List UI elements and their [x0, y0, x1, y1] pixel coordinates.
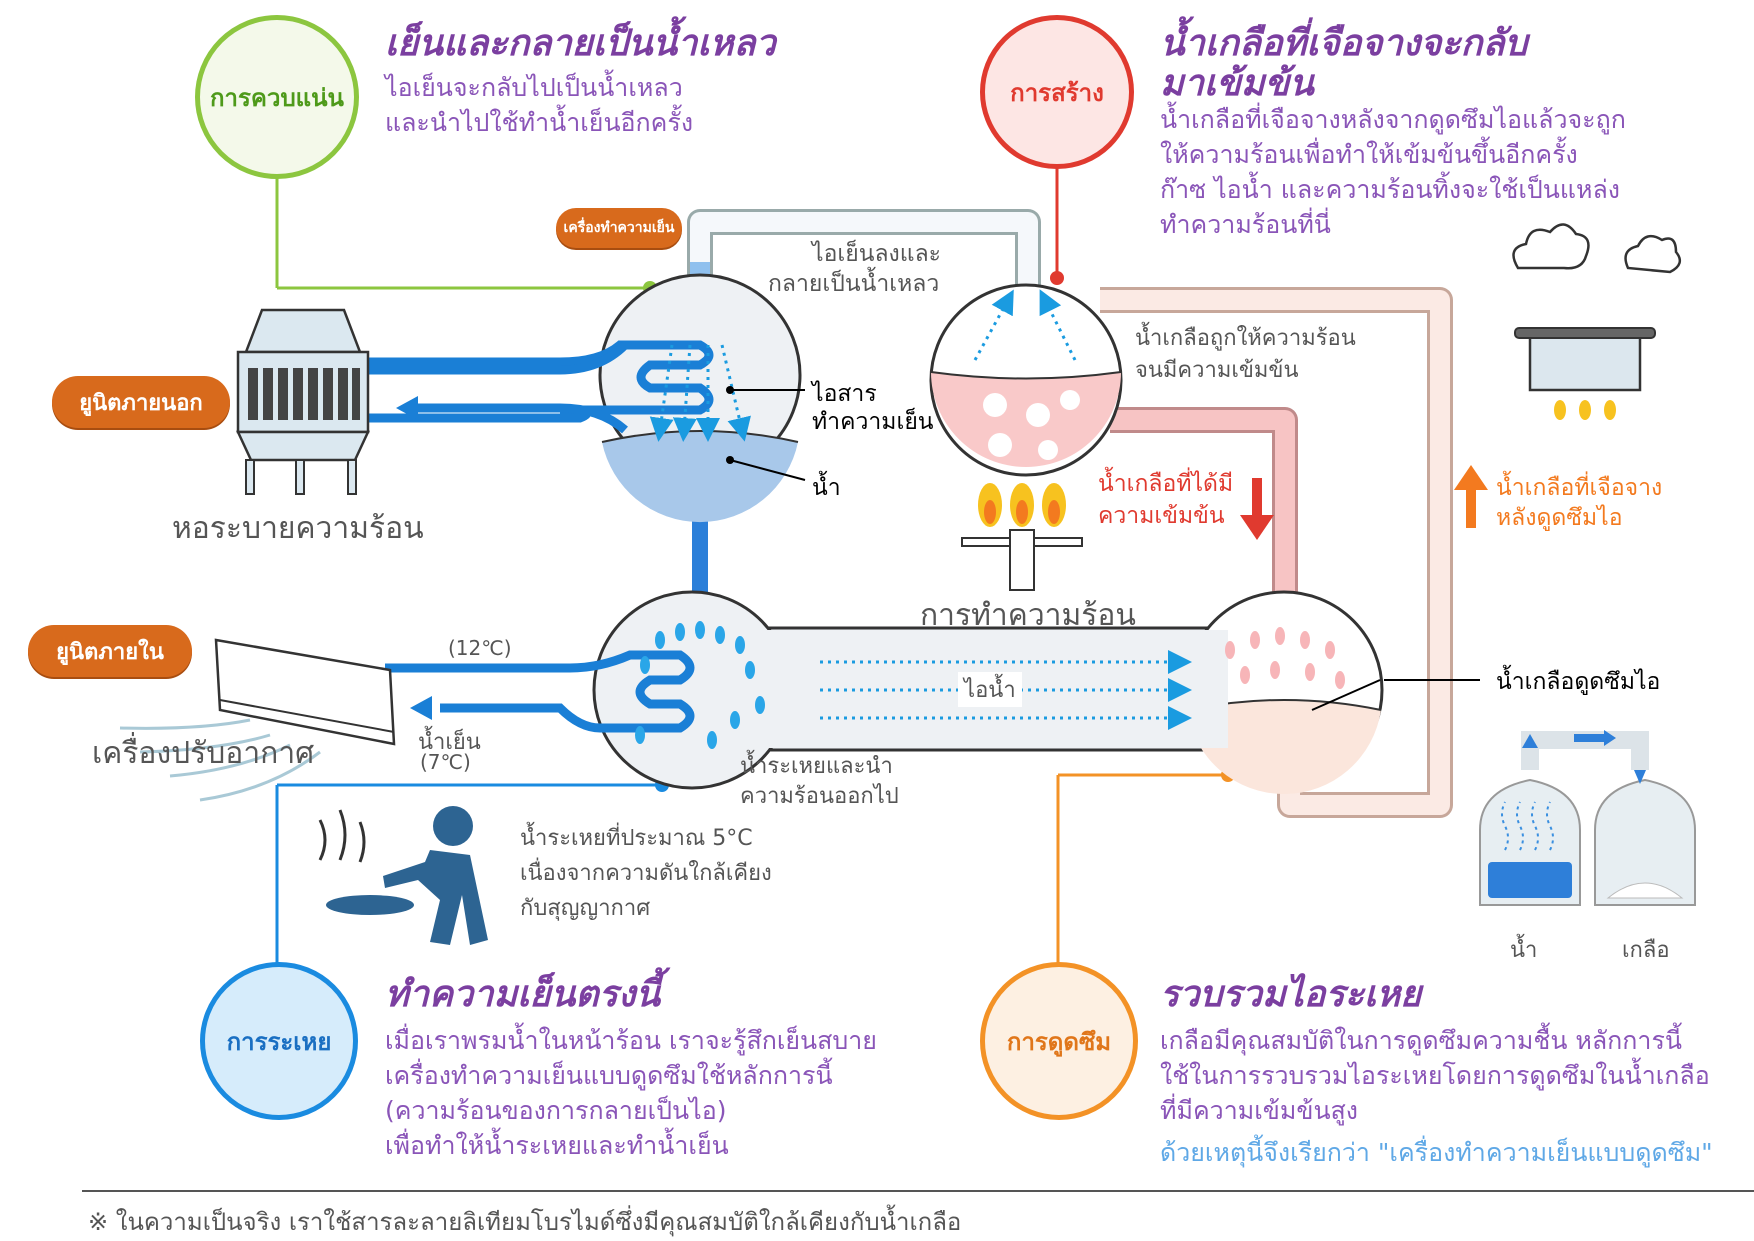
condenser-spray	[649, 344, 751, 442]
evaporation-heat-label-2: ความร้อนออกไป	[740, 784, 899, 809]
concentrated-arrow	[1240, 478, 1274, 540]
regeneration-title-2: มาเข้มข้น	[1160, 63, 1314, 104]
chilled-water-label: น้ำเย็น	[418, 730, 481, 755]
regeneration-connector	[1050, 160, 1064, 285]
outdoor-pipes	[362, 341, 629, 434]
evaporation-heat-label-1: น้ำระเหยและนำ	[740, 754, 893, 779]
absorbing-brine-label: น้ำเกลือดูดซึมไอ	[1496, 669, 1661, 695]
air-conditioner-illustration	[119, 638, 396, 802]
evaporation-desc-2: เครื่องทำความเย็นแบบดูดซึมใช้หลักการนี้	[385, 1061, 833, 1090]
cooling-machine-tag: เครื่องทำความเย็น	[556, 208, 682, 248]
boiling-pot-illustration	[1512, 223, 1682, 420]
burner	[961, 483, 1083, 591]
cooling-tower-label: หอระบายความร้อน	[172, 511, 424, 546]
jar-salt-label: เกลือ	[1622, 938, 1670, 963]
water-salt-jars-illustration	[1479, 730, 1696, 906]
condensation-badge: การควบแน่น	[195, 15, 359, 179]
diluted-label-1: น้ำเกลือที่เจือจาง	[1496, 475, 1663, 501]
refrigerant-label-2: ทำความเย็น	[812, 409, 934, 435]
absorption-desc-4: ด้วยเหตุนี้จึงเรียกว่า "เครื่องทำความเย็…	[1160, 1138, 1713, 1167]
absorption-desc-1: เกลือมีคุณสมบัติในการดูดซึมความชื้น หลัก…	[1160, 1026, 1682, 1055]
indoor-unit-tag: ยูนิตภายใน	[28, 625, 192, 677]
diluted-arrow	[1454, 465, 1488, 528]
regeneration-desc-3: ก๊าซ ไอน้ำ และความร้อนทิ้งจะใช้เป็นแหล่ง	[1160, 175, 1620, 204]
regeneration-desc-4: ทำความร้อนที่นี่	[1160, 210, 1331, 239]
footnote: ※ ในความเป็นจริง เราใช้สารละลายลิเทียมโบ…	[88, 1208, 962, 1236]
evaporation-badge: การระเหย	[200, 962, 358, 1120]
heating-label: การทำความร้อน	[920, 598, 1136, 633]
concentrated-label-2: ความเข้มข้น	[1098, 503, 1225, 529]
water-pointer	[729, 459, 806, 481]
jar-water-label: น้ำ	[1510, 938, 1538, 963]
evaporation-temp-label-2: เนื่องจากความดันใกล้เคียง	[520, 861, 772, 886]
vapor-label: ไอน้ำ	[958, 672, 1022, 707]
condensation-desc-1: ไอเย็นจะกลับไปเป็นน้ำเหลว	[385, 73, 683, 102]
condensation-desc-2: และนำไปใช้ทำน้ำเย็นอีกครั้ง	[385, 108, 694, 137]
absorber-pointer	[1311, 679, 1381, 711]
temp-out-label: (7℃)	[420, 750, 471, 774]
evaporator-spray	[635, 621, 765, 749]
cooling-tower-illustration	[236, 308, 370, 495]
absorber-spray	[1225, 627, 1345, 689]
refrigerant-label-1: ไอสาร	[812, 381, 877, 407]
brine-heated-label-1: น้ำเกลือถูกให้ความร้อน	[1135, 326, 1356, 351]
vapor-condense-label-1: ไอเย็นลงและ	[812, 241, 942, 267]
generator-vessel	[929, 283, 1123, 477]
evaporation-title: ทำความเย็นตรงนี้	[385, 974, 661, 1015]
condensation-title: เย็นและกลายเป็นน้ำเหลว	[385, 23, 776, 64]
diluted-label-2: หลังดูดซึมไอ	[1496, 505, 1623, 531]
water-label: น้ำ	[812, 475, 841, 501]
regeneration-title-1: น้ำเกลือที่เจือจางจะกลับ	[1160, 23, 1528, 64]
person-sprinkling-illustration	[318, 806, 488, 945]
outdoor-unit-tag: ยูนิตภายนอก	[52, 376, 230, 428]
absorption-desc-3: ที่มีความเข้มข้นสูง	[1160, 1096, 1358, 1125]
absorption-badge: การดูดซึม	[980, 962, 1138, 1120]
absorber-vessel	[1184, 590, 1384, 795]
evaporation-temp-label-3: กับสุญญากาศ	[520, 896, 651, 921]
evaporation-temp-label-1: น้ำระเหยที่ประมาณ 5°C	[520, 826, 753, 851]
air-conditioner-label: เครื่องปรับอากาศ	[92, 736, 315, 771]
evaporation-desc-4: เพื่อทำให้น้ำระเหยและทำน้ำเย็น	[385, 1131, 729, 1160]
evaporation-desc-3: (ความร้อนของการกลายเป็นไอ)	[385, 1096, 727, 1125]
brine-heated-label-2: จนมีความเข้มข้น	[1135, 358, 1299, 383]
regeneration-badge: การสร้าง	[980, 15, 1134, 169]
evaporation-desc-1: เมื่อเราพรมน้ำในหน้าร้อน เราจะรู้สึกเย็น…	[385, 1026, 877, 1055]
absorption-title: รวบรวมไอระเหย	[1160, 974, 1422, 1015]
evaporator-pipes	[385, 650, 695, 733]
condenser-vessel	[598, 273, 802, 523]
temp-in-label: (12℃)	[448, 636, 512, 660]
regeneration-desc-1: น้ำเกลือที่เจือจางหลังจากดูดซึมไอแล้วจะถ…	[1160, 105, 1626, 134]
regeneration-desc-2: ให้ความร้อนเพื่อทำให้เข้มข้นขึ้นอีกครั้ง	[1160, 140, 1578, 169]
concentrated-label-1: น้ำเกลือที่ได้มี	[1098, 471, 1234, 497]
vapor-condense-label-2: กลายเป็นน้ำเหลว	[768, 271, 940, 297]
absorption-connector	[1056, 768, 1235, 970]
absorption-desc-2: ใช้ในการรวบรวมไอระเหยโดยการดูดซึมในน้ำเก…	[1160, 1061, 1710, 1090]
